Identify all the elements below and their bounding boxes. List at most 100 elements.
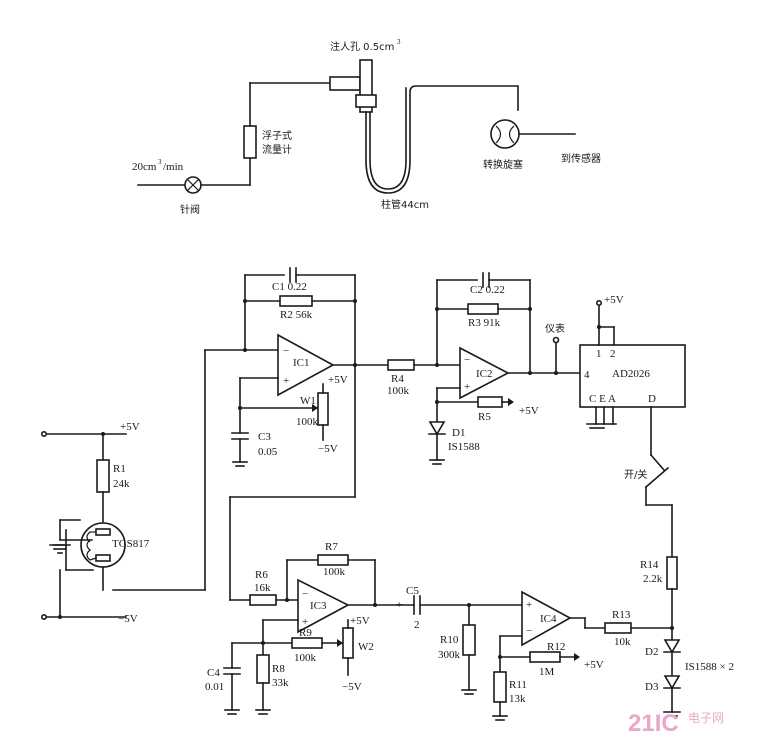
- r14-label: R14: [640, 559, 659, 571]
- r12-supply-label: +5V: [584, 659, 604, 671]
- r2-label: R2 56k: [280, 309, 313, 321]
- ad-pin-d: D: [648, 393, 656, 405]
- diode-d1-icon: [428, 421, 446, 436]
- resistor-r4: [387, 359, 415, 371]
- r5-supply-label: +5V: [519, 405, 539, 417]
- injection-tee: [329, 59, 377, 113]
- c3-value: 0.05: [258, 446, 278, 458]
- switch-valve-label: 转换旋塞: [483, 158, 523, 171]
- gas-flow-apparatus: 注人孔 0.5cm 3 20cm 3 /min 浮子式 流量计 针阀 柱管44c…: [132, 38, 601, 216]
- ic3-label: IC3: [310, 600, 327, 612]
- resistor-r8: [256, 654, 270, 684]
- d3-label: D3: [645, 681, 659, 693]
- potentiometer-w2: [342, 627, 354, 659]
- resistor-r9: [291, 637, 323, 649]
- tgs-negative-supply: −5V: [118, 613, 138, 625]
- ic1-w1-plus-supply: +5V: [328, 374, 348, 386]
- resistor-r11: [493, 671, 507, 703]
- ad2026-block: +5V 1 2 4 AD2026 C E A D 开/关 R14 2.2k D2: [579, 294, 734, 717]
- ad-chip-name: AD2026: [612, 368, 650, 380]
- ad-supply-label: +5V: [604, 294, 624, 306]
- switching-cock-icon: [490, 119, 520, 149]
- op-amp-ic4-icon: [521, 590, 572, 647]
- w2-label: W2: [358, 641, 374, 653]
- r1-value: 24k: [113, 478, 130, 490]
- resistor-r7: [317, 554, 349, 566]
- svg-text:−: −: [464, 354, 470, 366]
- resistor-r13: [604, 622, 632, 634]
- d1-label: D1: [452, 427, 465, 439]
- r1-supply-label: +5V: [120, 421, 140, 433]
- r10-value: 300k: [438, 649, 461, 661]
- diode-d2-icon: [663, 639, 681, 654]
- tgs817-label: TGS817: [112, 538, 150, 550]
- c1-label: C1 0.22: [272, 281, 307, 293]
- ad-pins-cea: C E A: [589, 393, 616, 405]
- r7-label: R7: [325, 541, 338, 553]
- op-amp-ic3-icon: [297, 578, 350, 634]
- r13-label: R13: [612, 609, 631, 621]
- resistor-r1: [96, 459, 110, 493]
- column-label: 柱管44cm: [381, 198, 429, 211]
- svg-text:+: +: [526, 599, 532, 611]
- flowmeter-label-2: 流量计: [262, 143, 292, 156]
- r12-value: 1M: [539, 666, 555, 678]
- d2-d3-value: IS1588 × 2: [685, 661, 734, 673]
- resistor-r12: [529, 651, 561, 663]
- ic3-stage: R6 16k R7 100k − + IC3 R9 100k +5V W2 −5…: [205, 541, 415, 715]
- ad-pin-4: 4: [584, 369, 590, 381]
- r6-value: 16k: [254, 582, 271, 594]
- ic1-label: IC1: [293, 357, 310, 369]
- needle-valve-icon: [184, 176, 202, 194]
- ic2-label: IC2: [476, 368, 493, 380]
- ic1-stage: − + +5V W1 100k −5V C3 0.05 C1 0.22 R2 5…: [229, 267, 389, 601]
- flowmeter-label-1: 浮子式: [262, 129, 292, 142]
- resistor-r14: [666, 556, 678, 590]
- switch-label: 开/关: [624, 468, 647, 481]
- r10-label: R10: [440, 634, 459, 646]
- r7-value: 100k: [323, 566, 346, 578]
- watermark-logo: 21IC: [628, 710, 679, 737]
- resistor-r5: [477, 396, 503, 408]
- w1-value: 100k: [296, 416, 319, 428]
- ic2-stage: R4 100k C2 0.22 R3 91k − + IC2 仪表: [387, 272, 581, 465]
- tgs817-sensor-icon: [80, 522, 126, 568]
- w2-plus-supply: +5V: [350, 615, 370, 627]
- svg-text:−: −: [283, 345, 289, 357]
- flow-rate-sup: 3: [158, 158, 162, 166]
- flow-rate-label: 20cm: [132, 161, 157, 173]
- r6-label: R6: [255, 569, 268, 581]
- svg-text:−: −: [526, 625, 532, 637]
- diode-d3-icon: [663, 675, 681, 690]
- c5-label: C5: [406, 585, 419, 597]
- r13-value: 10k: [614, 636, 631, 648]
- w2-minus-supply: −5V: [342, 681, 362, 693]
- r4-label: R4: [391, 373, 404, 385]
- op-amp-ic2-icon: [459, 346, 510, 400]
- to-sensor-label: 到传感器: [561, 152, 601, 165]
- resistor-r6: [249, 594, 277, 606]
- w1-label: W1: [300, 395, 316, 407]
- r9-label: R9: [299, 627, 312, 639]
- ad-pin-1: 1: [596, 348, 602, 360]
- svg-text:+: +: [464, 381, 470, 393]
- meter-label: 仪表: [545, 322, 565, 335]
- d1-value: IS1588: [448, 441, 480, 453]
- ad2026-chip: [579, 344, 686, 408]
- svg-text:+: +: [302, 616, 308, 628]
- injection-port-sup: 3: [397, 38, 401, 46]
- r1-label: R1: [113, 463, 126, 475]
- r3-label: R3 91k: [468, 317, 501, 329]
- c3-label: C3: [258, 431, 271, 443]
- r11-label: R11: [509, 679, 527, 691]
- w1-minus-supply: −5V: [318, 443, 338, 455]
- watermark-sub: 电子网: [688, 711, 724, 725]
- flow-rate-unit: /min: [163, 161, 184, 173]
- r4-value: 100k: [387, 385, 410, 397]
- c2-label: C2 0.22: [470, 284, 505, 296]
- float-flowmeter: [243, 125, 257, 159]
- needle-valve-label: 针阀: [180, 203, 200, 216]
- ic4-label: IC4: [540, 613, 557, 625]
- r11-value: 13k: [509, 693, 526, 705]
- r8-value: 33k: [272, 677, 289, 689]
